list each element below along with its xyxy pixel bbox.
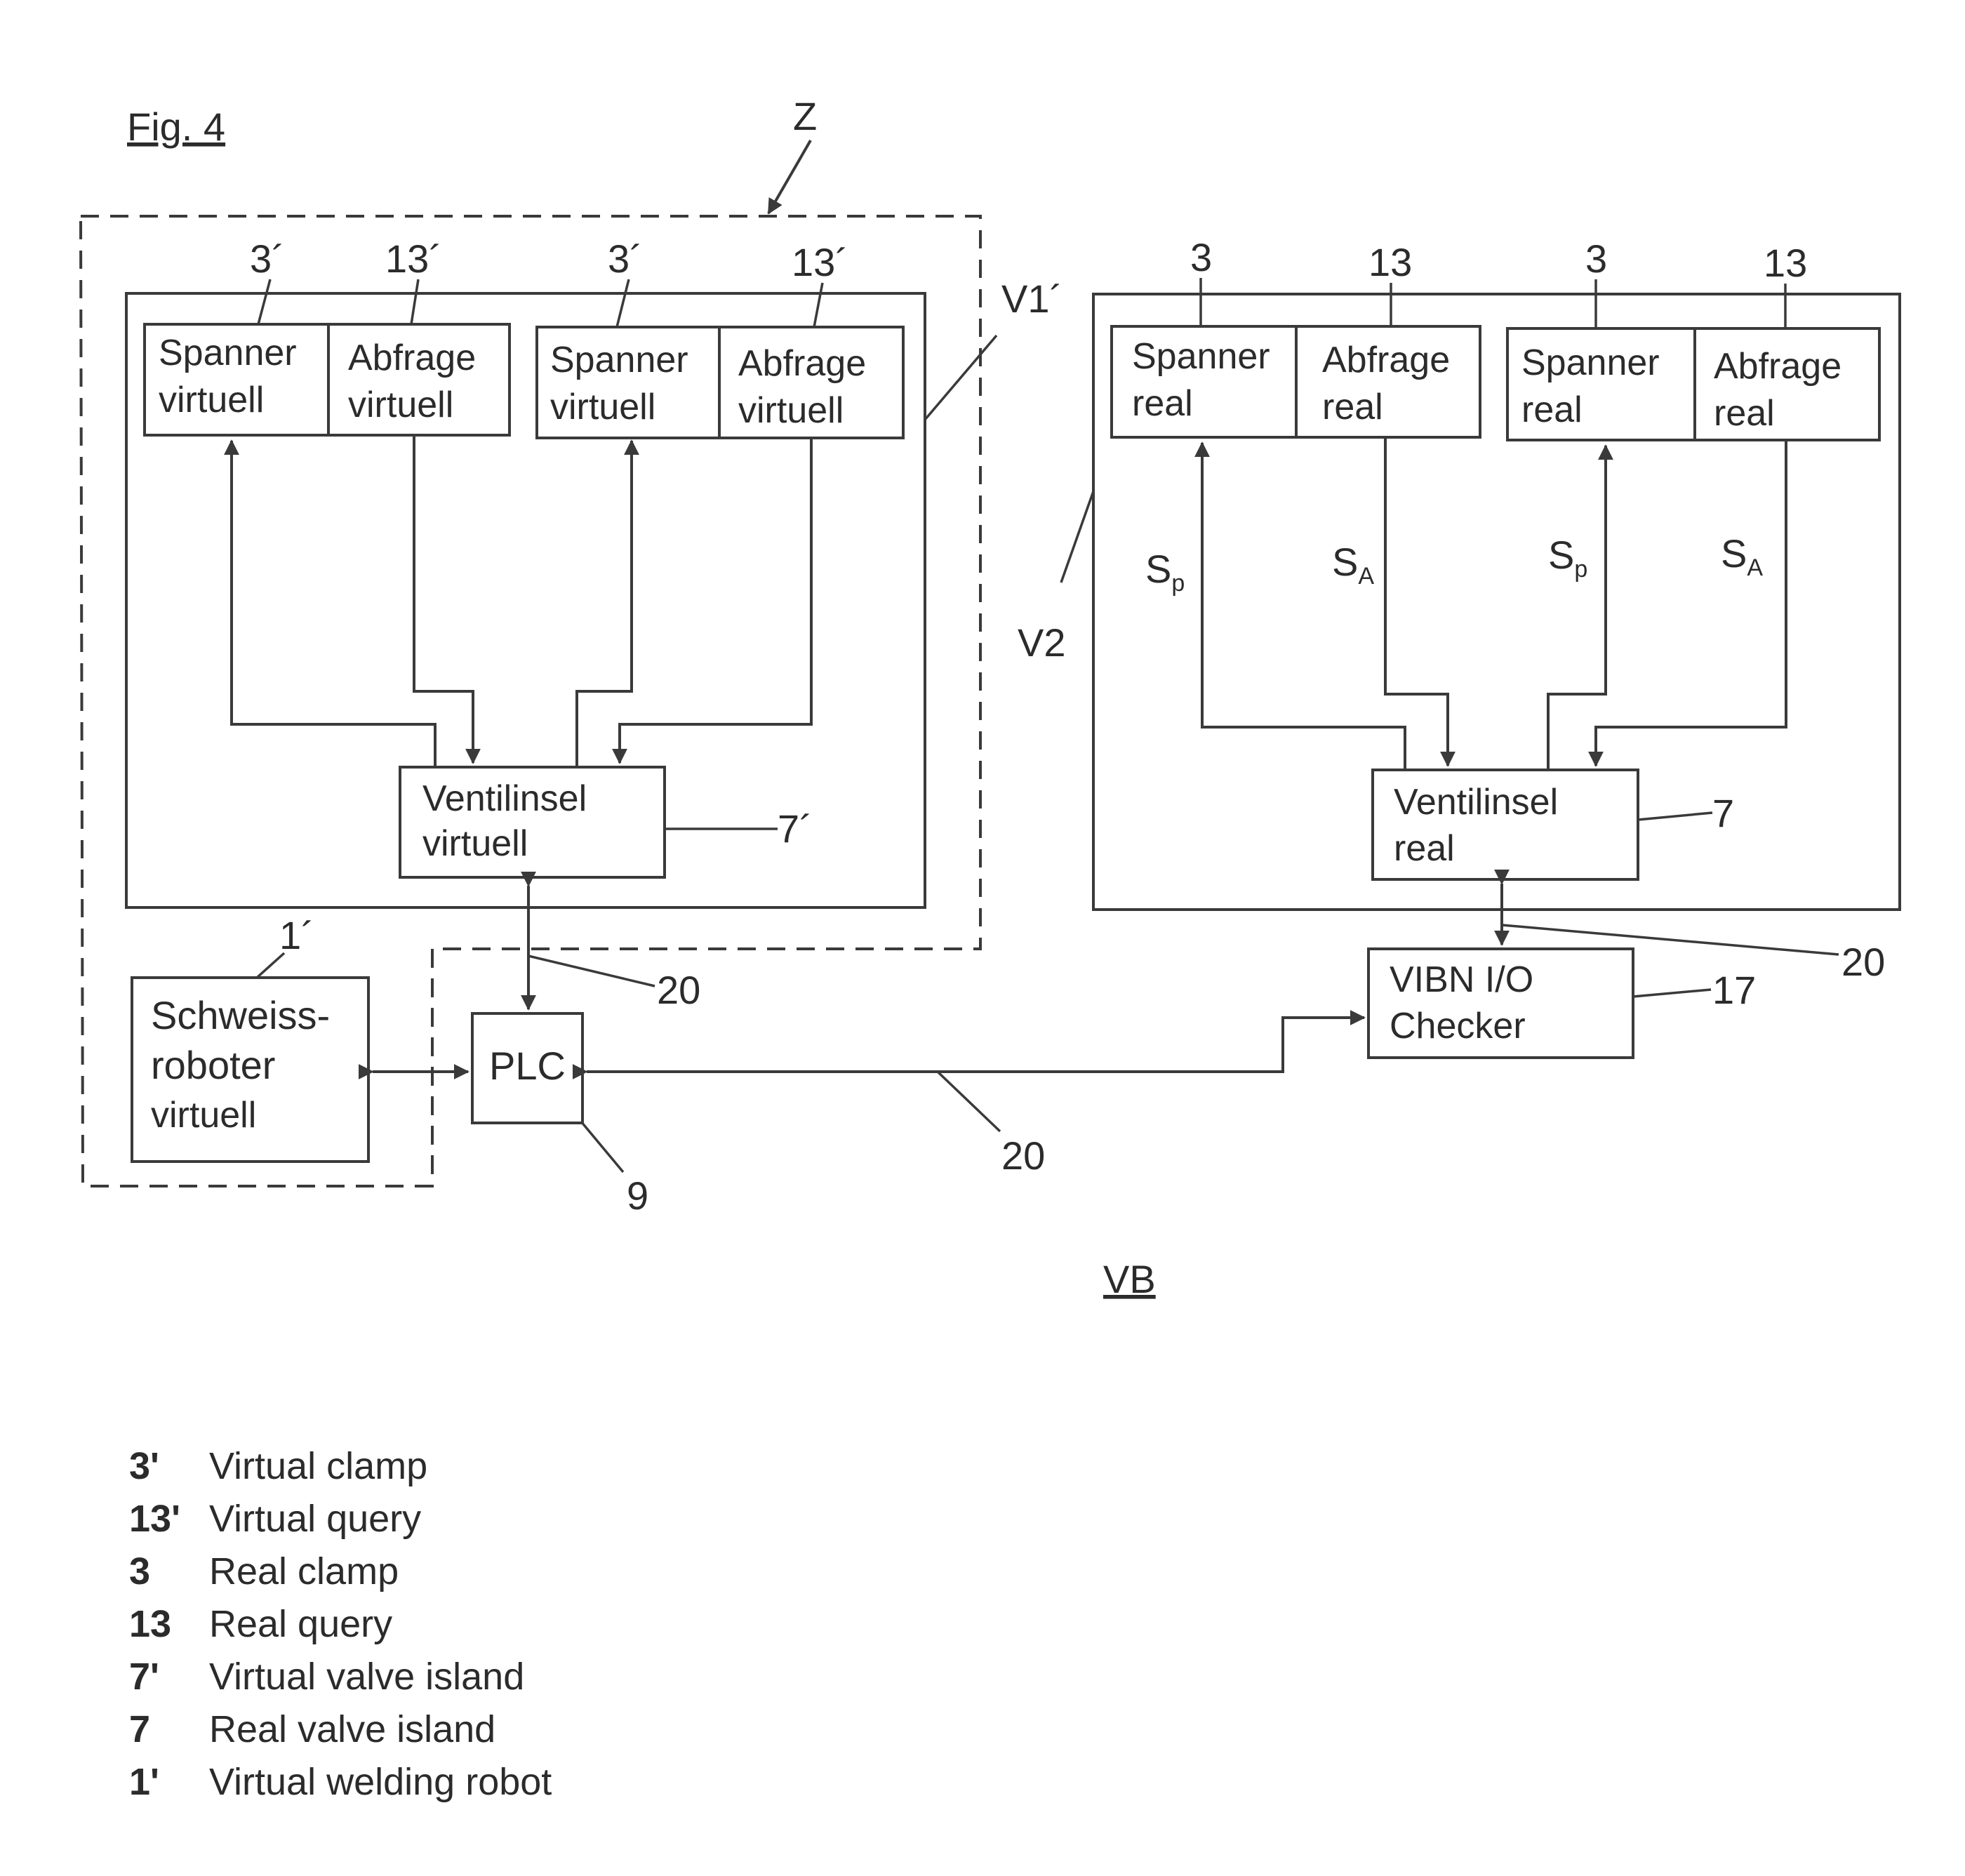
legend-row: 3' Virtual clamp [129,1440,552,1493]
real-clamp-label: Spanner [1132,336,1270,377]
patent-diagram: Fig. 4 Z V1´ Spanner virtuell Abfrage vi… [79,94,1901,1301]
real-group-ref-leader [1060,491,1095,583]
welding-robot-label: virtuell [151,1095,256,1136]
legend-desc: Real clamp [209,1550,399,1592]
virtual-valve-island-label: Ventilinsel [422,778,587,819]
signal-sp-label: Sp [1145,547,1185,597]
legend-key: 3' [129,1445,159,1487]
virtual-query-label: Abfrage [738,343,866,384]
figure-caption: VB [1103,1257,1156,1301]
real-valve-island-label: Ventilinsel [1394,782,1558,823]
welding-robot-label: Schweiss- [151,993,330,1037]
bus-ref-leader [1501,924,1839,956]
virtual-query-label: virtuell [738,390,844,431]
legend-row: 7' Virtual valve island [129,1651,552,1703]
legend: 3' Virtual clamp 13' Virtual query 3 Real c… [129,1440,552,1809]
figure-title: Fig. 4 [127,105,225,149]
zone-label: Z [793,94,817,138]
plc-ref: 9 [627,1173,648,1218]
virtual-clamp-label: Spanner [159,333,297,373]
legend-key: 7 [129,1708,151,1750]
legend-row: 3 Real clamp [129,1545,552,1598]
welding-robot-label: roboter [151,1043,275,1087]
real-clamp-ref: 3 [1585,237,1607,281]
virtual-query-label: Abfrage [348,338,476,378]
zone-pointer [767,140,812,215]
welding-robot-ref-leader [255,952,286,979]
real-query-label: real [1714,393,1775,434]
legend-key: 13 [129,1603,172,1645]
virtual-query-ref-leader [410,279,420,325]
real-signal-lines [1194,437,1787,770]
plc-ref-leader [580,1120,625,1173]
virtual-valve-island-label: virtuell [422,823,528,864]
plc-label: PLC [489,1044,566,1088]
legend-key: 1' [129,1761,159,1803]
zone-boundary [79,215,982,1188]
real-query-label: Abfrage [1714,346,1841,387]
real-query-ref: 13 [1764,241,1807,285]
virtual-query-ref: 13´ [792,240,848,284]
legend-desc: Virtual valve island [209,1656,525,1698]
virtual-signal-lines [224,435,813,767]
real-query-label: real [1322,387,1383,427]
legend-row: 13 Real query [129,1598,552,1651]
virtual-clamp-ref-leader [257,279,272,325]
legend-desc: Virtual welding robot [209,1761,552,1803]
checker-ref-leader [1632,988,1712,998]
virtual-clamp-ref: 3´ [608,237,643,281]
legend-desc: Real valve island [209,1708,496,1750]
virtual-clamp-label: Spanner [550,340,688,380]
real-clamp-ref: 3 [1190,235,1212,279]
checker-box [1367,947,1634,1059]
virtual-query-label: virtuell [348,385,453,425]
real-group-ref: V2 [1018,620,1066,665]
legend-key: 3 [129,1550,151,1592]
real-valve-ref-leader [1637,811,1713,821]
real-query-ref: 13 [1368,240,1412,284]
legend-desc: Real query [209,1603,393,1645]
checker-ref: 17 [1712,968,1756,1012]
legend-row: 13' Virtual query [129,1493,552,1545]
bus-ref: 20 [1001,1133,1045,1178]
bus-ref: 20 [657,968,700,1012]
legend-row: 7 Real valve island [129,1703,552,1756]
real-query-box [1295,325,1481,439]
legend-key: 13' [129,1498,180,1540]
signal-sa-label: SA [1332,540,1374,590]
virtual-valve-ref: 7´ [778,806,813,851]
virtual-group-ref: V1´ [1001,277,1063,321]
virtual-clamp-label: virtuell [159,380,264,420]
virtual-query-box [327,323,511,437]
bus-ref-leader [528,954,655,987]
bus-connections [358,869,1510,1079]
real-valve-ref: 7 [1712,791,1734,835]
legend-row: 1' Virtual welding robot [129,1756,552,1809]
welding-robot-ref: 1´ [279,913,314,957]
bus-ref-leader [936,1070,1001,1133]
virtual-group-ref-leader [924,334,998,421]
checker-label: Checker [1390,1006,1526,1046]
signal-sa-label: SA [1721,531,1763,581]
legend-desc: Virtual query [209,1498,422,1540]
virtual-clamp-ref-leader [615,279,630,328]
bus-ref: 20 [1841,940,1885,984]
virtual-clamp-label: virtuell [550,387,655,427]
signal-sp-label: Sp [1548,533,1587,583]
checker-label: VIBN I/O [1390,959,1533,1000]
legend-key: 7' [129,1656,159,1698]
virtual-query-ref: 13´ [385,237,442,281]
real-clamp-label: Spanner [1521,342,1660,383]
legend-desc: Virtual clamp [209,1445,428,1487]
virtual-clamp-ref: 3´ [250,237,285,281]
real-clamp-label: real [1521,390,1583,430]
real-valve-island-label: real [1394,828,1455,869]
virtual-query-ref-leader [813,282,824,328]
real-clamp-label: real [1132,383,1193,424]
real-query-label: Abfrage [1322,340,1450,380]
